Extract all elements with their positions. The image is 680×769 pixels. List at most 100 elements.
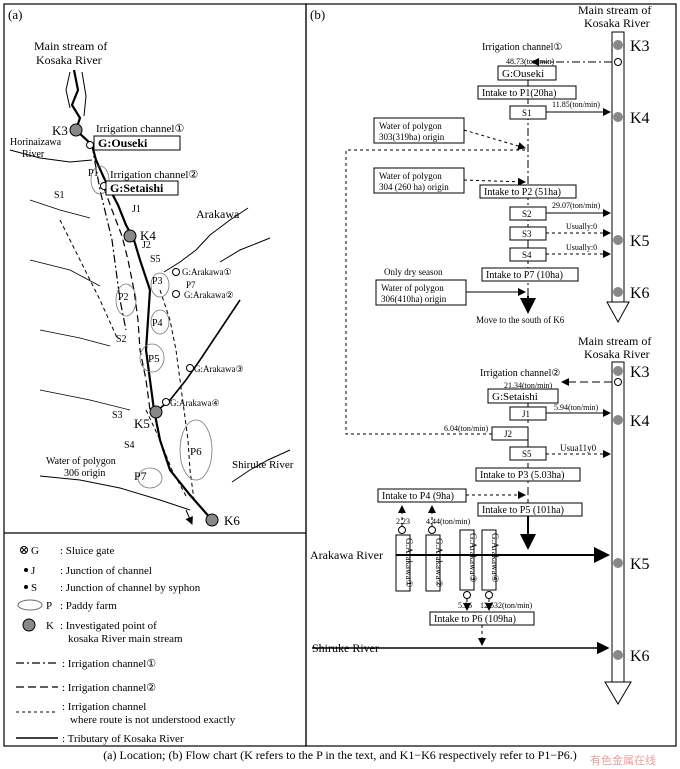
flow-s4-usually: Usually:0 [566,243,597,252]
flow-intake-p3-box [475,467,581,482]
map-p7-upper-label: P7 [186,280,196,290]
map-k3-marker [69,123,83,137]
figure-caption: (a) Location; (b) Flow chart (K refers t… [103,748,577,762]
map-paddy-p1 [90,165,110,195]
legend-sym-p: P [46,600,52,612]
flow-poly306-box [375,279,467,306]
legend-irr1-label: : Irrigation channel① [62,658,156,670]
flow-ga3-value: 5.96 [458,601,472,610]
flow-upper-k5-label: K5 [630,233,650,250]
map-tributary-horinaizawa [9,149,93,163]
flow-j2-value: 6.04(ton/min) [444,424,489,433]
flow-upper-k6-label: K6 [630,285,650,302]
flow-j1-label: J1 [522,409,530,419]
flow-ga4-box [481,529,497,591]
map-paddy-p7 [137,467,163,489]
map-g-ouseki-label: G:Ouseki [98,136,148,150]
legend-junction-symbol [24,568,28,572]
legend-paddy-label: : Paddy farm [60,600,117,612]
map-k3-label: K3 [52,123,68,138]
map-k4-label: K4 [140,228,156,243]
flow-intake-p3-label: Intake to P3 (5.03ha) [480,470,564,481]
map-p5-label: P5 [148,353,160,365]
flow-ga2-box [425,534,441,592]
flow-lower-k3-marker [613,366,623,376]
flow-ga1-label: G:Arakawa① [404,538,414,588]
map-p2-label: P2 [118,292,129,303]
flow-ga2-label: G:Arakawa② [434,538,444,588]
map-g-setaishi-label: G:Setaishi [110,181,164,195]
map-irrigation-unknown [145,409,187,497]
flow-intake-p2-label: Intake to P2 (51ha) [484,187,561,198]
flow-intake-p5-label: Intake to P5 (101ha) [482,505,564,516]
flow-g-ouseki-box [497,65,557,81]
flow-lower-main-stream-1: Main stream of [578,334,651,348]
flow-ga1-sluice [398,526,406,534]
map-irrigation-channel-2 [103,187,151,411]
flow-s5-label: S5 [522,449,532,459]
legend-unknown-label-1: : Irrigation channel [62,701,146,713]
flow-s5-usually: Usua11y0 [560,443,597,453]
legend-sym-s: S [31,582,37,594]
flow-ouseki-value: 48.73(ton/min) [506,57,555,66]
flow-upper-main-stream-1: Main stream of [578,3,651,17]
flow-ga2-sluice [428,526,436,534]
map-p6-label: P6 [190,446,202,458]
map-p1-label: P1 [88,168,99,179]
flow-ouseki-sluice [614,58,622,66]
flow-g-setaishi-box [487,388,559,404]
map-j1-label: J1 [132,204,141,215]
flow-ga3-sluice [463,591,471,599]
map-river-bank [81,71,87,117]
flow-upper-main-stream [611,31,625,303]
flow-lower-k4-label: K4 [630,413,650,430]
flow-poly306-label-1: Water of polygon [381,283,444,293]
map-irr1-label: Irrigation channel① [96,123,184,135]
legend-sym-g: G [31,545,39,557]
flow-poly304-label-1: Water of polygon [379,171,442,181]
map-outflow-arrow [185,509,193,525]
map-tributary-shiruke [231,449,291,483]
panel-b-label: (b) [310,7,325,22]
legend-tributary-label: : Tributary of Kosaka River [62,733,184,745]
map-j2-label: J2 [142,240,151,251]
legend-sluice-label: : Sluice gate [60,545,114,557]
map-paddy-p4 [150,309,170,335]
flow-s2-value: 29.07(ton/min) [552,201,601,210]
map-stream-line [39,329,111,347]
flow-upper-main-stream-2: Kosaka River [584,16,650,30]
map-stream-line [39,389,131,411]
map-irr2-label: Irrigation channel② [110,169,198,181]
map-p7-label: P7 [134,469,147,483]
flow-lower-k5-label: K5 [630,556,650,573]
map-water-306-label-2: 306 origin [64,468,105,479]
map-paddy-p2 [115,283,137,317]
flow-intake-p6-label: Intake to P6 (109ha) [434,614,516,625]
flow-poly306-label-2: 306(410ha) origin [381,294,447,304]
legend-unknown-label-2: where route is not understood exactly [70,714,236,726]
map-horinaizawa-label-1: Horinaizawa [10,137,62,148]
panel-b-frame [305,3,677,747]
legend-syphon-label: : Junction of channel by syphon [60,582,201,594]
flow-s2-label: S2 [522,209,532,219]
flow-lower-k6-marker [613,650,623,660]
legend-investigated-label-1: : Investigated point of [60,620,157,632]
flow-upper-k3-label: K3 [630,38,650,55]
map-irrigation-unknown [159,289,195,501]
map-s2-label: S2 [116,334,127,345]
flow-dry-season-label: Only dry season [384,267,443,277]
flow-upper-k4-label: K4 [630,110,650,127]
flow-s4-label: S4 [522,250,532,260]
flow-lower-k6-label: K6 [630,648,650,665]
flow-poly303-label-2: 303(319ha) origin [379,132,445,142]
legend-irr2-label: : Irrigation channel② [62,682,156,694]
legend-paddy-symbol [17,599,43,611]
flow-poly304-box [373,167,465,194]
flow-setaishi-value: 21.34(ton/min) [504,381,553,390]
flow-ga4-sluice [485,591,493,599]
map-k5-marker [149,405,163,419]
map-s1-label: S1 [54,190,65,201]
map-irrigation-unknown [59,219,119,341]
map-ga2-label: G:Arakawa② [184,290,234,300]
